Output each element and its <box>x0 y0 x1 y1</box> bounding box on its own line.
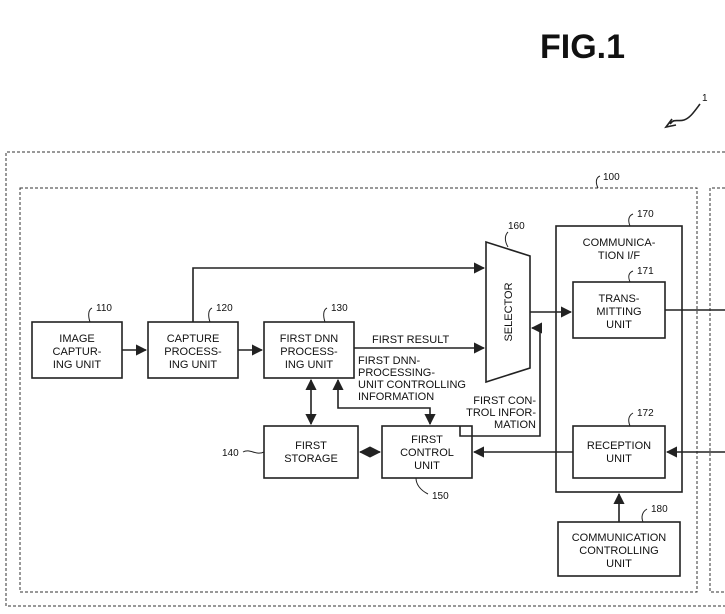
first-control-line-2: CONTROL <box>400 447 454 459</box>
ref-150: 150 <box>432 491 449 502</box>
system-ref-leader <box>669 103 701 125</box>
ref-180-leader <box>641 508 648 523</box>
ref-160-leader <box>504 231 509 248</box>
ref-140-leader <box>242 450 265 454</box>
capture-processing-line-3: ING UNIT <box>169 359 218 371</box>
arrow-control-to-selector <box>459 322 543 437</box>
transmitting-line-1: TRANS- <box>599 293 640 305</box>
capture-processing-line-2: PROCESS- <box>164 346 222 358</box>
neighbor-device-boundary <box>709 187 725 593</box>
ref-170: 170 <box>637 209 654 220</box>
image-capturing-line-2: CAPTUR- <box>53 346 102 358</box>
dnn-control-info-line-2: PROCESSING- <box>358 367 435 379</box>
first-storage-line-1: FIRST <box>295 440 327 452</box>
ref-170-leader <box>628 213 634 227</box>
first-dnn-line-1: FIRST DNN <box>280 333 339 345</box>
reception-unit: RECEPTION UNIT <box>572 425 666 479</box>
capture-processing-unit: CAPTURE PROCESS- ING UNIT <box>147 321 239 379</box>
ref-172: 172 <box>637 408 654 419</box>
ref-110: 110 <box>96 303 112 314</box>
image-capturing-line-1: IMAGE <box>59 333 94 345</box>
system-ref-label: 1 <box>702 93 708 104</box>
ref-130: 130 <box>331 303 348 314</box>
ref-160: 160 <box>508 221 525 232</box>
communication-controlling-line-2: CONTROLLING <box>579 545 658 557</box>
arrow-capture-to-selector <box>192 262 486 322</box>
reception-line-1: RECEPTION <box>587 440 651 452</box>
first-storage-line-2: STORAGE <box>284 453 338 465</box>
first-dnn-processing-unit: FIRST DNN PROCESS- ING UNIT <box>263 321 355 379</box>
figure-title: FIG.1 <box>540 28 625 66</box>
device-ref-label: 100 <box>603 172 620 183</box>
ref-171: 171 <box>637 266 654 277</box>
first-control-unit: FIRST CONTROL UNIT <box>381 425 473 479</box>
device-boundary <box>19 187 698 593</box>
first-dnn-line-2: PROCESS- <box>280 346 338 358</box>
communication-if-line-1: COMMUNICA- <box>583 237 656 249</box>
ref-180: 180 <box>651 504 668 515</box>
first-control-info-line-3: MATION <box>494 419 536 431</box>
reception-line-2: UNIT <box>606 453 632 465</box>
first-storage: FIRST STORAGE <box>263 425 359 479</box>
ref-120-leader <box>208 307 213 323</box>
selector: SELECTOR <box>485 240 531 384</box>
device-ref-leader <box>595 175 601 189</box>
ref-172-leader <box>628 412 634 427</box>
dnn-control-info-line-4: INFORMATION <box>358 391 434 403</box>
first-control-line-1: FIRST <box>411 434 443 446</box>
system-ref-arrowhead <box>664 118 677 129</box>
ref-130-leader <box>323 307 328 323</box>
communication-controlling-line-1: COMMUNICATION <box>572 532 667 544</box>
ref-171-leader <box>628 270 634 283</box>
image-capturing-unit: IMAGE CAPTUR- ING UNIT <box>31 321 123 379</box>
transmitting-line-3: UNIT <box>606 319 632 331</box>
ref-150-leader <box>415 477 429 495</box>
transmitting-unit: TRANS- MITTING UNIT <box>572 281 666 339</box>
communication-controlling-unit: COMMUNICATION CONTROLLING UNIT <box>557 521 681 577</box>
ref-110-leader <box>88 307 93 323</box>
image-capturing-line-3: ING UNIT <box>53 359 102 371</box>
arrow-dnn-control-info <box>332 378 436 426</box>
first-control-line-3: UNIT <box>414 460 440 472</box>
dnn-control-info-line-3: UNIT CONTROLLING <box>358 379 466 391</box>
selector-label: SELECTOR <box>503 282 515 341</box>
first-control-info-line-2: TROL INFOR- <box>466 407 536 419</box>
ref-120: 120 <box>216 303 233 314</box>
system-boundary <box>5 151 725 607</box>
communication-if-line-2: TION I/F <box>598 250 640 262</box>
first-dnn-line-3: ING UNIT <box>285 359 334 371</box>
transmitting-line-2: MITTING <box>596 306 641 318</box>
capture-processing-line-1: CAPTURE <box>167 333 220 345</box>
first-control-info-line-1: FIRST CON- <box>473 395 536 407</box>
first-result-label: FIRST RESULT <box>372 334 449 346</box>
dnn-control-info-line-1: FIRST DNN- <box>358 355 420 367</box>
ref-140: 140 <box>222 448 239 459</box>
communication-controlling-line-3: UNIT <box>606 558 632 570</box>
